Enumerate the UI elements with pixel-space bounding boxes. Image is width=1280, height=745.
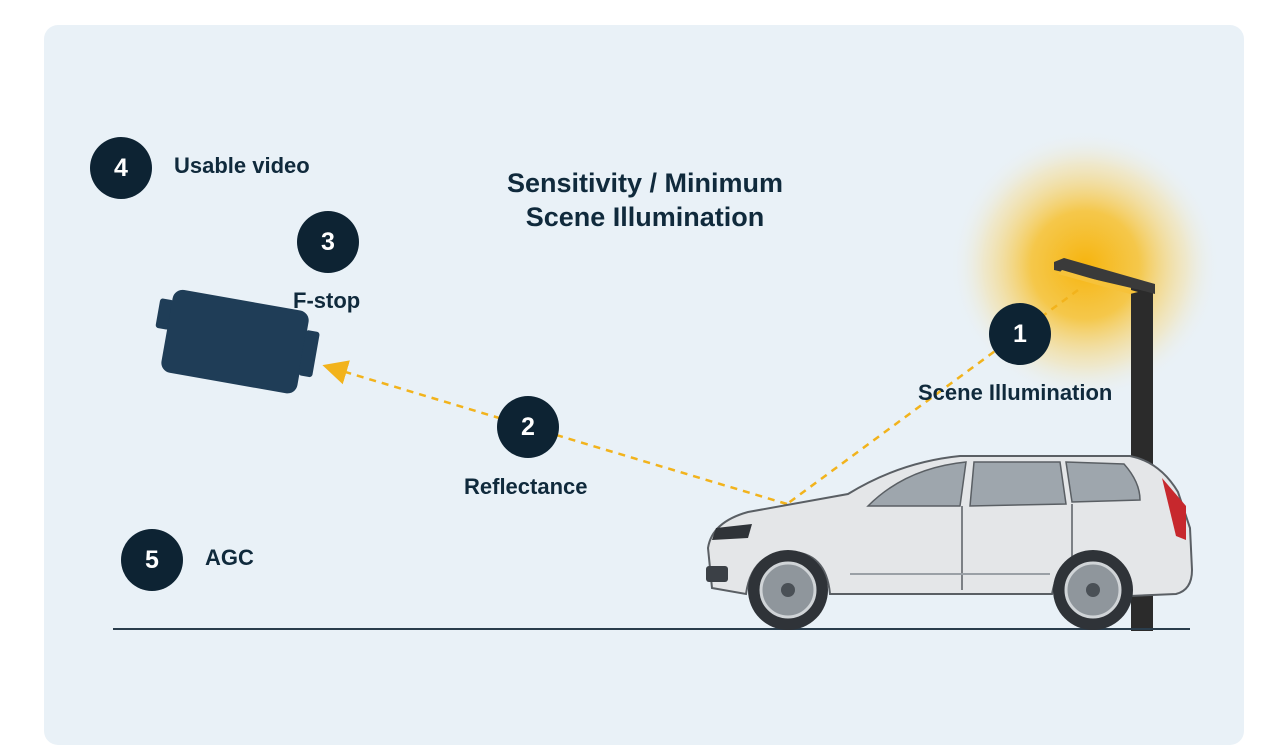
light-ray <box>786 288 1079 506</box>
step-4-badge: 4 <box>90 137 152 199</box>
step-2-badge: 2 <box>497 396 559 458</box>
reflected-ray <box>322 360 788 506</box>
step-3-badge: 3 <box>297 211 359 273</box>
scene-illustration <box>113 130 1220 631</box>
step-1-label: Scene Illumination <box>918 380 1113 405</box>
car-icon <box>706 455 1194 630</box>
diagram-title: Sensitivity / Minimum Scene Illumination <box>470 166 820 234</box>
step-5-label: AGC <box>205 545 254 570</box>
step-5-badge: 5 <box>121 529 183 591</box>
step-2-label: Reflectance <box>464 474 588 499</box>
title-line-2: Scene Illumination <box>525 202 765 232</box>
step-1-badge: 1 <box>989 303 1051 365</box>
step-3-label: F-stop <box>293 288 361 313</box>
title-line-1: Sensitivity / Minimum <box>506 168 784 198</box>
camera-icon <box>155 289 320 394</box>
step-4-label: Usable video <box>174 153 310 178</box>
